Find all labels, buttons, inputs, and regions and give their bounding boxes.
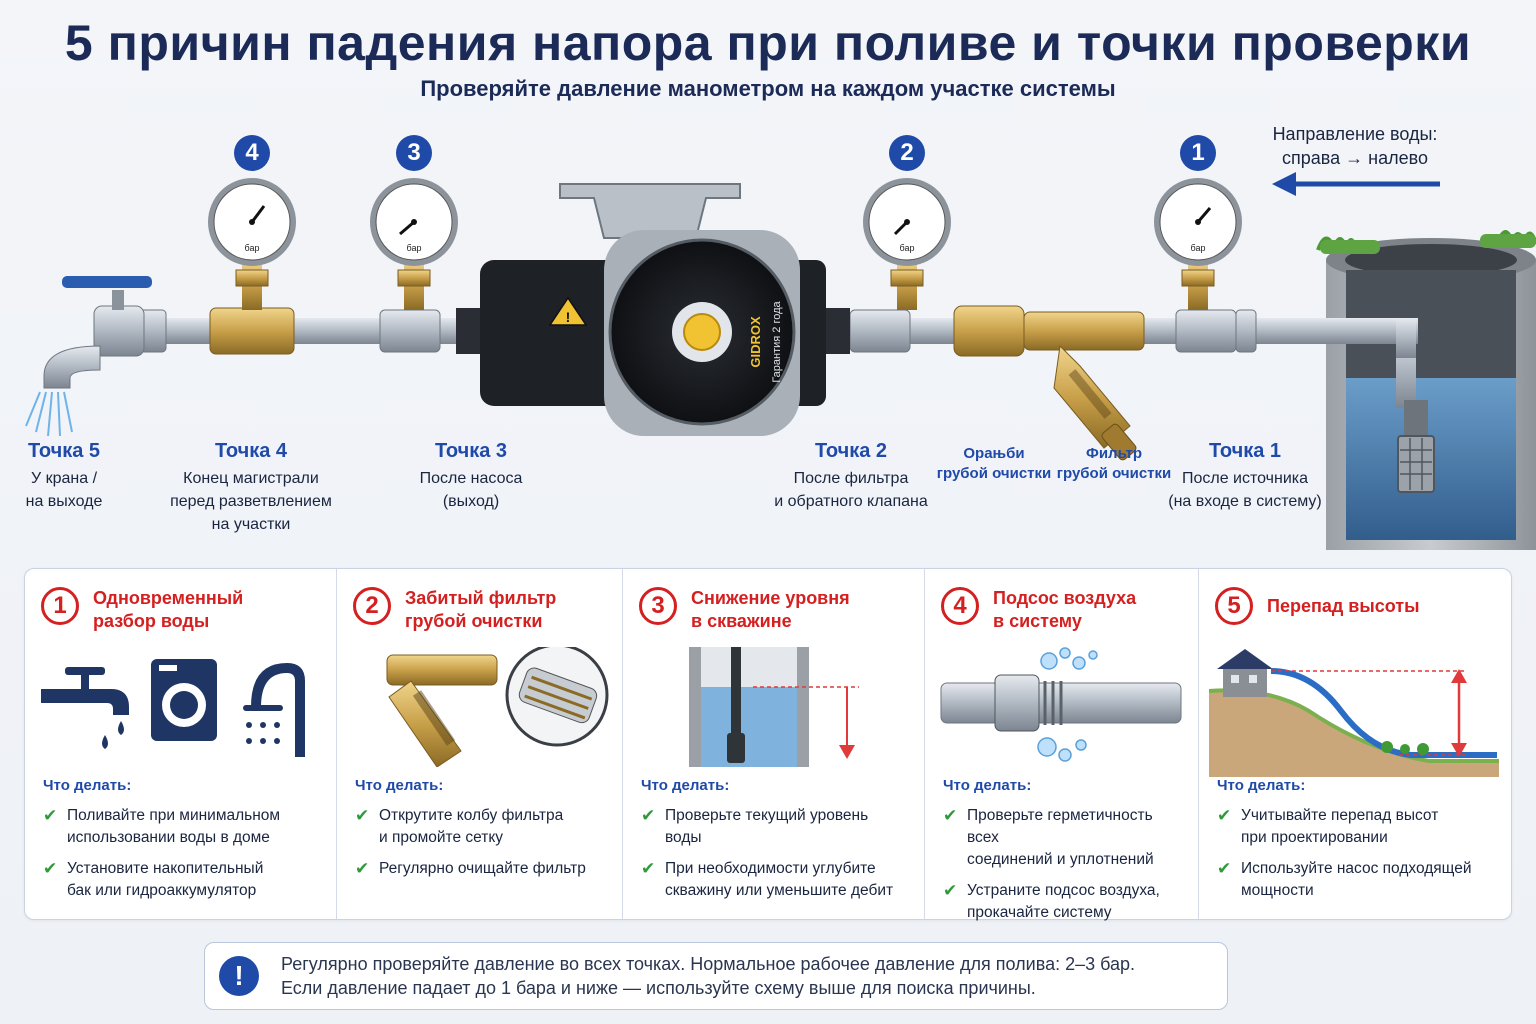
cause-card-5: 5 Перепад высоты Что делать: xyxy=(1199,569,1511,919)
well xyxy=(1316,230,1536,550)
simultaneous-use-illustration xyxy=(41,659,305,757)
note-line-2: Если давление падает до 1 бара и ниже — … xyxy=(281,978,1036,998)
cause-title: Забитый фильтр грубой очистки xyxy=(405,588,557,631)
water-tap xyxy=(25,276,152,437)
check-icon: ✔ xyxy=(1217,859,1232,878)
pump-brand: GIDROX xyxy=(748,316,763,368)
plants-icon xyxy=(1381,741,1429,755)
cause-title: Подсос воздуха в систему xyxy=(993,588,1137,631)
air-bubbles-icon xyxy=(1037,647,1098,762)
todo-heading: Что делать: xyxy=(43,777,132,794)
cause-card-2: 2 Забитый фильтр грубой очистки Что дела… xyxy=(337,569,623,919)
cause-title: Снижение уровня в скважине xyxy=(691,588,850,631)
point-label-4: Точка 4 Конец магистрали перед разветвле… xyxy=(170,440,332,533)
height-difference-illustration xyxy=(1209,649,1499,777)
pump-warranty: Гарантия 2 года xyxy=(771,300,783,382)
washing-machine-icon xyxy=(151,659,217,741)
gauge-unit-label: бар xyxy=(900,243,915,253)
gauge-unit-label: бар xyxy=(245,243,260,253)
flow-direction-label: Направление воды: справа → налево xyxy=(1272,124,1438,168)
check-icon: ✔ xyxy=(943,881,958,900)
check-icon: ✔ xyxy=(43,806,58,825)
cause-title: Перепад высоты xyxy=(1267,596,1420,616)
house-icon xyxy=(1217,649,1273,697)
todo-heading: Что делать: xyxy=(641,777,730,794)
pressure-gauges: бар бар бар бар xyxy=(208,178,1242,310)
todo-heading: Что делать: xyxy=(355,777,444,794)
todo-item: ✔Регулярно очищайте фильтр xyxy=(355,859,586,878)
filter-label-2: Фильтр грубой очистки xyxy=(1056,445,1172,482)
causes-panel: 1 Одновременный разбор воды xyxy=(24,568,1512,921)
info-note: ! Регулярно проверяйте давление во всех … xyxy=(204,942,1228,1010)
cause-number: 5 xyxy=(1215,587,1253,625)
plumbing-scheme: бар бар бар бар xyxy=(25,172,1536,550)
point-badge-3: 3 xyxy=(396,135,432,171)
cause-card-4: 4 Подсос воздуха в систему Что делать: ✔… xyxy=(925,569,1199,921)
well-level-illustration xyxy=(689,647,859,767)
check-icon: ✔ xyxy=(355,859,370,878)
page-title: 5 причин падения напора при поливе и точ… xyxy=(64,15,1472,71)
check-icon: ✔ xyxy=(641,806,656,825)
cause-card-1: 1 Одновременный разбор воды xyxy=(25,569,337,919)
gauge-unit-label: бар xyxy=(407,243,422,253)
shower-icon xyxy=(243,663,305,757)
cause-title: Одновременный разбор воды xyxy=(93,588,244,631)
filters xyxy=(953,305,1145,461)
check-icon: ✔ xyxy=(943,806,958,825)
svg-text:!: ! xyxy=(566,309,571,325)
todo-heading: Что делать: xyxy=(943,777,1032,794)
point-label-3: Точка 3 После насоса (выход) xyxy=(419,440,523,510)
page-subtitle: Проверяйте давление манометром на каждом… xyxy=(420,76,1116,101)
clogged-filter-illustration xyxy=(386,647,609,767)
todo-heading: Что делать: xyxy=(1217,777,1306,794)
point-badge-2: 2 xyxy=(889,135,925,171)
cause-card-3: 3 Снижение уровня в скважине Что делать:… xyxy=(623,569,925,919)
cause-number: 3 xyxy=(639,587,677,625)
faucet-icon xyxy=(41,667,129,749)
point-label-5: Точка 5 У крана / на выходе xyxy=(25,440,103,510)
point-label-1: Точка 1 После источника (на входе в сист… xyxy=(1168,440,1322,510)
point-badge-1: 1 xyxy=(1180,135,1216,171)
check-icon: ✔ xyxy=(1217,806,1232,825)
air-leak-illustration xyxy=(940,647,1182,762)
info-icon: ! xyxy=(219,956,259,996)
check-icon: ✔ xyxy=(355,806,370,825)
todo-item: ✔Устраните подсос воздуха,прокачайте сис… xyxy=(943,881,1160,921)
circulation-pump: ! GIDROX Гарантия 2 года xyxy=(456,183,850,436)
check-icon: ✔ xyxy=(641,859,656,878)
cause-number: 2 xyxy=(353,587,391,625)
flow-arrow-icon xyxy=(1272,172,1440,196)
cause-number: 1 xyxy=(41,587,79,625)
note-line-1: Регулярно проверяйте давление во всех то… xyxy=(281,954,1136,974)
filter-label-1: Орањби грубой очистки xyxy=(936,445,1052,482)
point-label-2: Точка 2 После фильтра и обратного клапан… xyxy=(774,440,928,510)
cause-number: 4 xyxy=(941,587,979,625)
check-icon: ✔ xyxy=(43,859,58,878)
gauge-unit-label: бар xyxy=(1191,243,1206,253)
point-badge-4: 4 xyxy=(234,135,270,171)
